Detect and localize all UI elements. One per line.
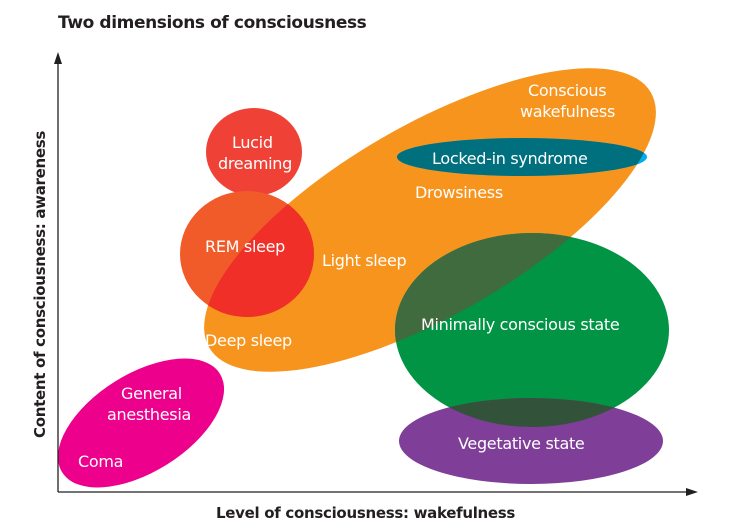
region-vegetative-state — [399, 398, 663, 484]
label-deep-sleep: Deep sleep — [205, 331, 292, 350]
label-rem-sleep: REM sleep — [205, 237, 285, 256]
label-vegetative-state: Vegetative state — [458, 434, 584, 453]
region-general-anesthesia-coma — [57, 358, 225, 488]
label-light-sleep: Light sleep — [322, 251, 406, 270]
label-general-anesthesia-line2: anesthesia — [107, 405, 191, 424]
diagram-title: Two dimensions of consciousness — [58, 13, 367, 33]
label-drowsiness: Drowsiness — [415, 183, 503, 202]
label-general-anesthesia-line1: General — [121, 384, 182, 403]
overlap-locked-in-wakefulness — [397, 138, 647, 176]
region-lucid-dreaming — [206, 108, 302, 196]
label-conscious-wakefulness-line1: Conscious — [528, 81, 606, 100]
label-lucid-dreaming-line2: dreaming — [218, 154, 292, 173]
y-axis-arrow-icon — [54, 52, 62, 64]
label-minimally-conscious-state: Minimally conscious state — [421, 315, 619, 334]
label-locked-in-syndrome: Locked-in syndrome — [432, 149, 588, 168]
y-axis-label: Content of consciousness: awareness — [31, 131, 49, 438]
label-lucid-dreaming-line1: Lucid — [232, 133, 273, 152]
label-conscious-wakefulness-line2: wakefulness — [520, 102, 615, 121]
x-axis-label: Level of consciousness: wakefulness — [216, 504, 515, 522]
label-coma: Coma — [78, 452, 123, 471]
x-axis-arrow-icon — [686, 488, 698, 496]
